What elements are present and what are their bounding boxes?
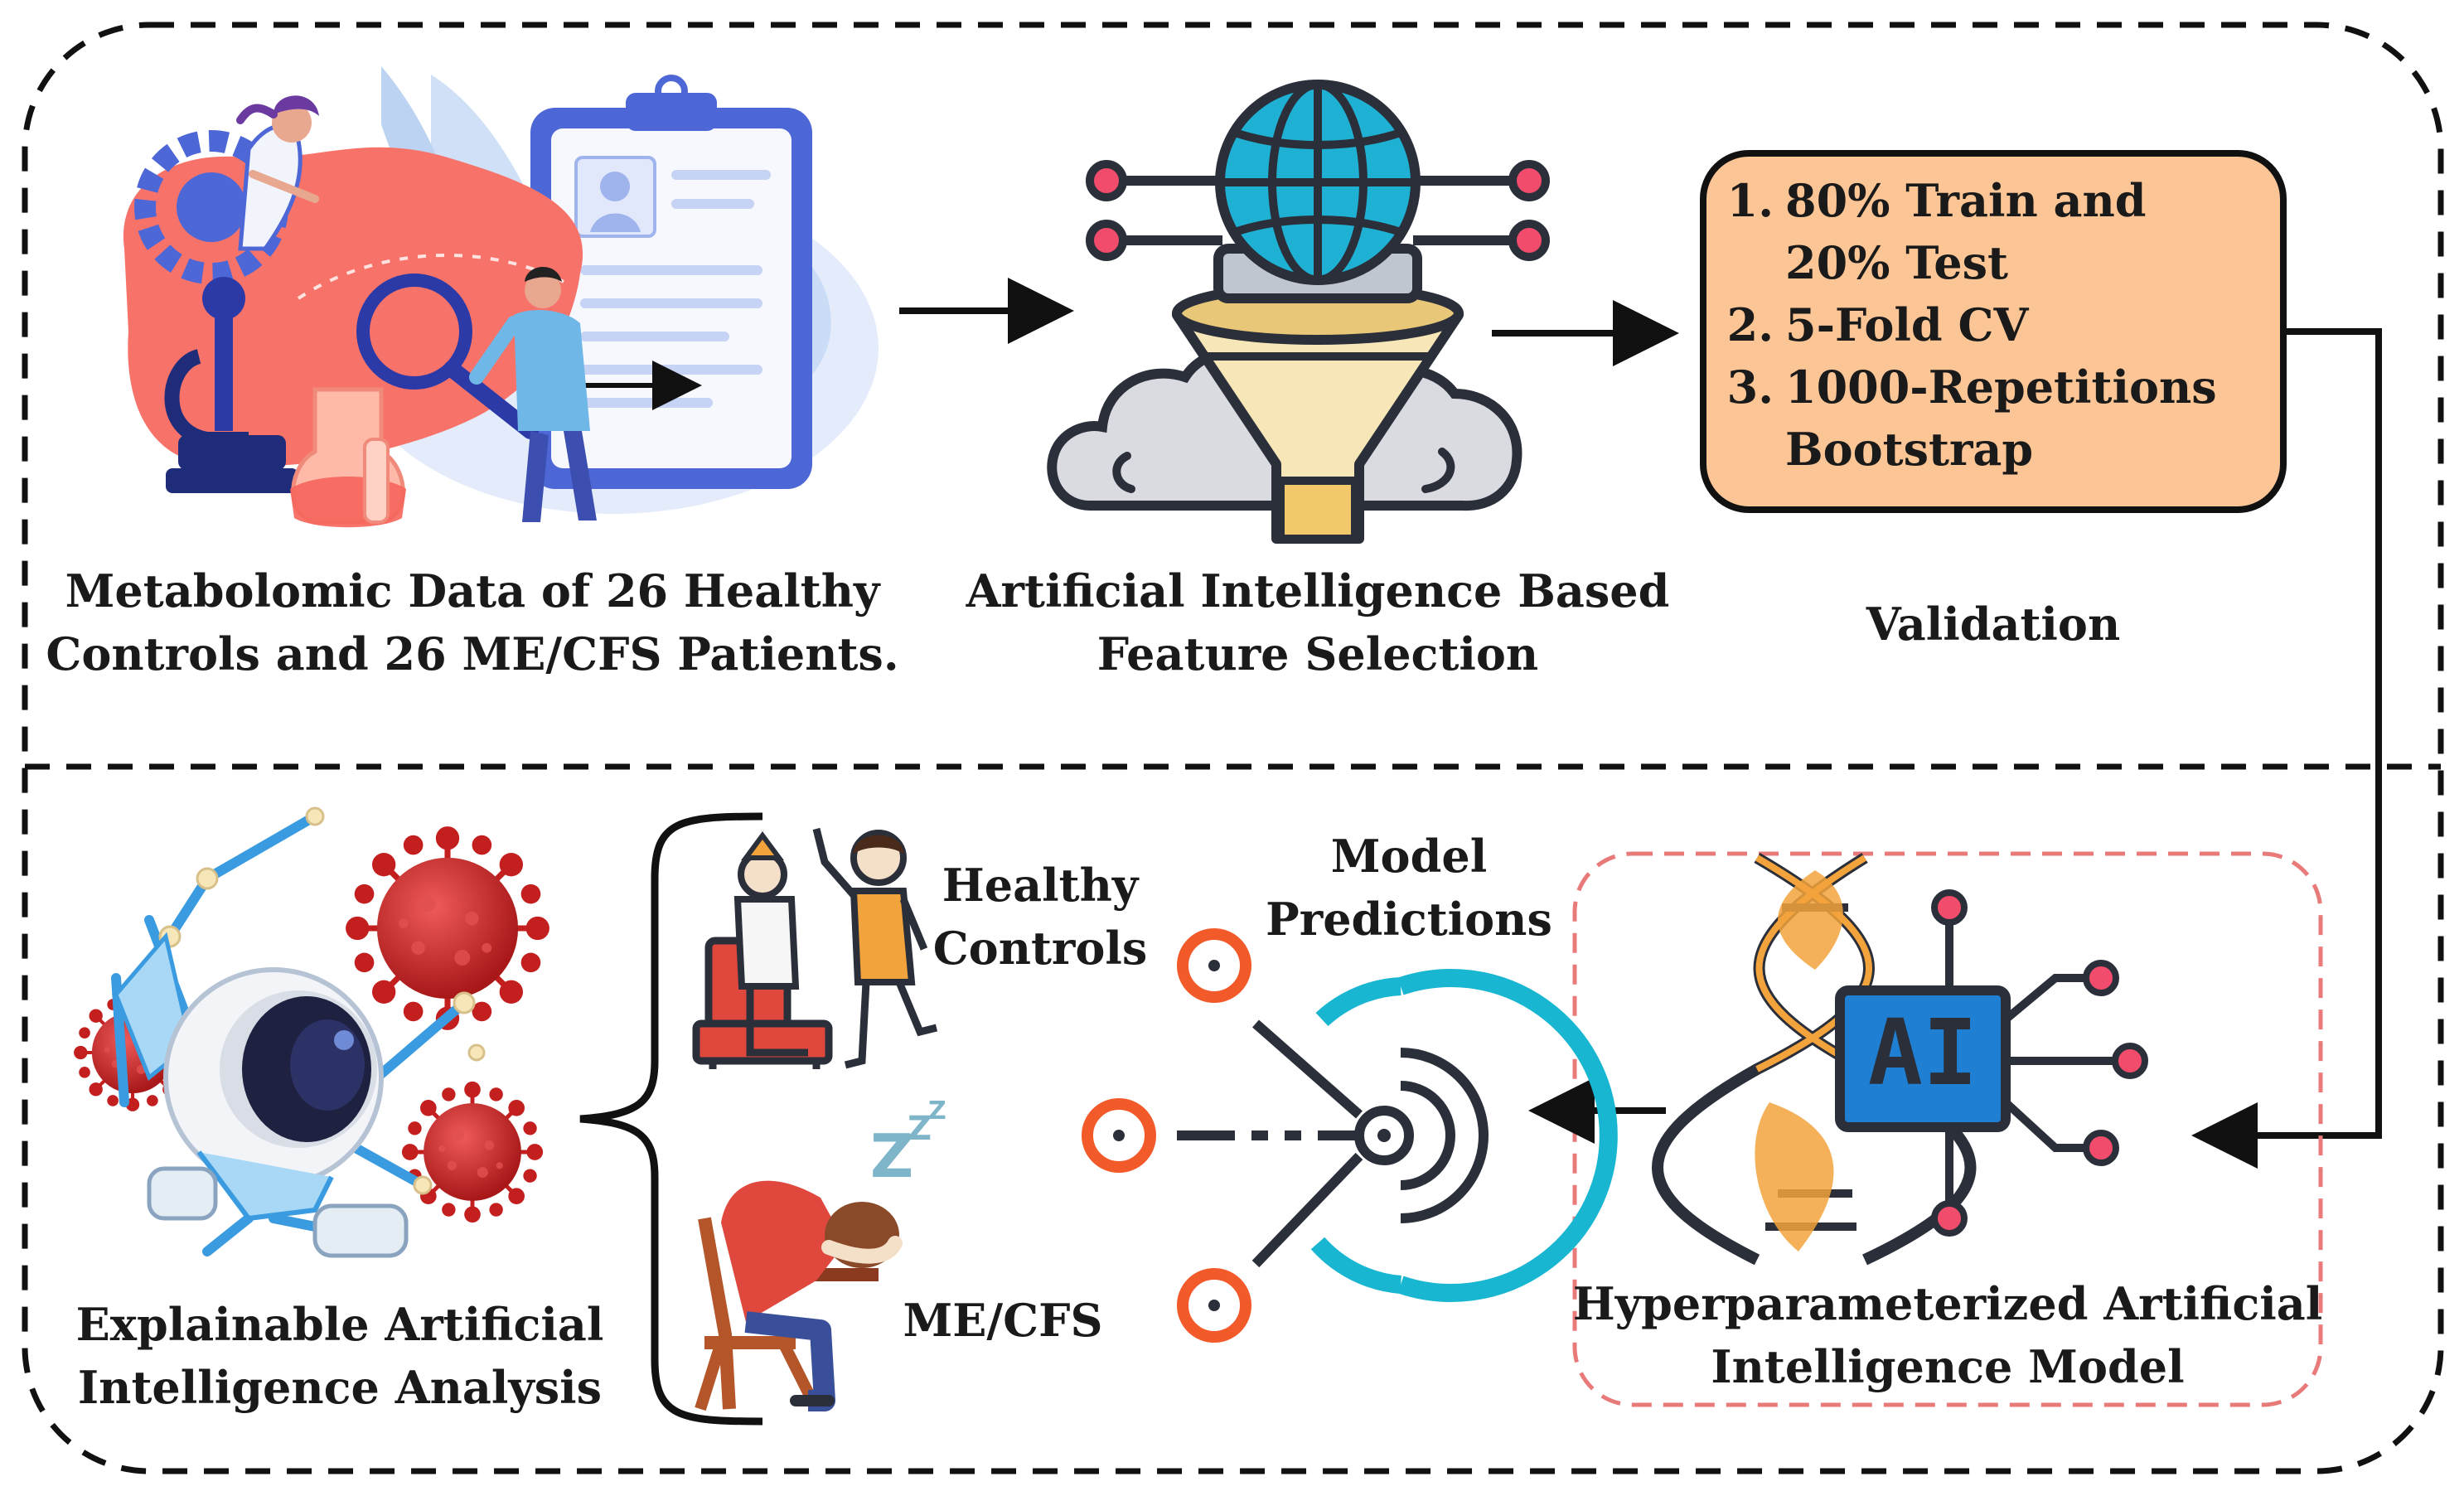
metabolomic-data-label-line-1: Metabolomic Data of 26 Healthy (65, 564, 880, 617)
prediction-nodes-icon (1082, 928, 1618, 1343)
feature-selection-label: Artificial Intelligence Based Feature Se… (953, 559, 1682, 685)
validation-step-1-text: 80% Train and (1785, 174, 2147, 227)
metabolomic-data-label-line-2: Controls and 26 ME/CFS Patients. (46, 627, 899, 680)
globe-funnel-cloud-icon (1047, 80, 1550, 544)
sleep-z-large: Z (870, 1121, 913, 1191)
mecfs-label: ME/CFS (903, 1294, 1103, 1347)
robot-virus-illustration (74, 806, 549, 1258)
xai-analysis-label: Explainable Artificial Intelligence Anal… (50, 1293, 630, 1419)
validation-step-1-text-2: 20% Test (1785, 236, 2008, 289)
validation-step-3-cont: Bootstrap (1716, 419, 2296, 481)
model-label: Hyperparameterized Artificial Intelligen… (1566, 1272, 2329, 1398)
validation-step-3-text: 1000-Repetitions (1785, 361, 2217, 414)
dna-ai-chip-icon: AI (1652, 852, 2148, 1266)
validation-steps: 1. 80% Train and 20% Test 2. 5-Fold CV 3… (1716, 170, 2296, 481)
validation-step-1-cont: 20% Test (1716, 232, 2296, 294)
validation-step-2: 2. 5-Fold CV (1716, 294, 2296, 356)
model-predictions-label: Model Predictions (1243, 825, 1575, 951)
feature-selection-label-line-1: Artificial Intelligence Based (966, 564, 1670, 617)
healthy-person-icon (692, 827, 938, 1069)
validation-step-1-number: 1. (1726, 174, 1774, 227)
validation-step-3-number: 3. (1726, 361, 1774, 414)
medical-research-illustration (123, 66, 879, 528)
tired-patient-icon: Z Z Z (695, 1097, 946, 1412)
xai-analysis-label-line-1: Explainable Artificial (75, 1298, 604, 1351)
sleep-z-small-2: Z (928, 1097, 946, 1126)
healthy-controls-label-line-1: Healthy (942, 859, 1139, 912)
connector-validation-to-model (2191, 328, 2382, 1169)
xai-analysis-label-line-2: Intelligence Analysis (77, 1361, 603, 1414)
validation-step-3: 3. 1000-Repetitions (1716, 356, 2296, 419)
model-label-line-1: Hyperparameterized Artificial (1572, 1277, 2323, 1330)
ai-chip-text: AI (1868, 1000, 1977, 1106)
sleep-z-small-1: Z (908, 1110, 932, 1148)
healthy-controls-label: Healthy Controls (920, 854, 1160, 980)
outer-dashed-frame (22, 22, 2444, 1474)
metabolomic-data-label: Metabolomic Data of 26 Healthy Controls … (33, 559, 912, 685)
validation-step-2-text: 5-Fold CV (1785, 298, 2029, 351)
outcome-brace (579, 812, 763, 1426)
validation-title: Validation (1866, 598, 2121, 651)
model-predictions-label-line-2: Predictions (1266, 893, 1552, 946)
model-label-line-2: Intelligence Model (1711, 1340, 2185, 1393)
validation-step-2-number: 2. (1726, 298, 1774, 351)
model-predictions-label-line-1: Model (1330, 830, 1488, 883)
healthy-controls-label-line-2: Controls (932, 922, 1148, 975)
validation-step-1: 1. 80% Train and (1716, 170, 2296, 232)
validation-step-3-text-2: Bootstrap (1785, 423, 2034, 476)
feature-selection-label-line-2: Feature Selection (1096, 627, 1539, 680)
